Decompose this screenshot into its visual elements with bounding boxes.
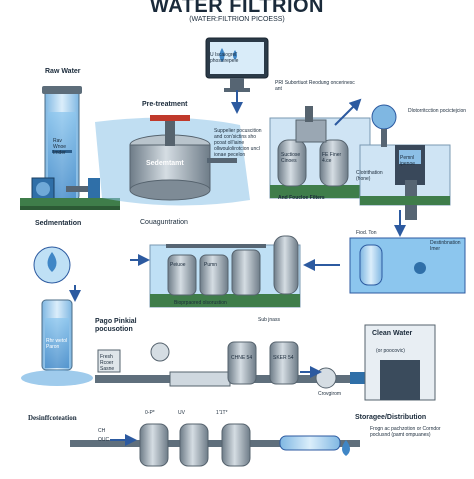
sedimentation-tank <box>95 115 250 206</box>
clean-water-box <box>364 324 436 401</box>
label-bioprepared: Bioprpaored olsorustion <box>174 300 227 306</box>
pre-tower <box>21 299 93 386</box>
monitor-icon <box>205 37 269 92</box>
raw-water-tower <box>31 86 100 201</box>
label-destinnation: Destinbnation Imer <box>430 240 461 252</box>
label-pri-substitute: PRI Subortiuot Reodung oncerinesc ant <box>275 80 355 92</box>
label-and-filters: And Foucloe Filters <box>278 195 325 201</box>
label-storage-sub: Frogn ac pachzotion or Corndor poclusnd … <box>370 426 441 438</box>
label-ouc: OUC <box>98 437 110 443</box>
disinfection-unit <box>359 104 451 220</box>
label-monitor-caption: U Iscaiogrel' phossirepeie <box>210 52 239 64</box>
label-tank-b: Pumn <box>204 262 218 268</box>
flow-arrows <box>69 90 406 446</box>
label-raw-tower: Rav Wnoe Imder <box>53 138 67 156</box>
label-storage: Storagee/Distribution <box>355 414 427 421</box>
label-monitor-value: Pemnl ipenoe <box>400 155 416 167</box>
label-sedimentation-box: Suctiose Cinoes <box>281 152 301 164</box>
label-chlorination: Clotrithation (hone) <box>356 170 383 182</box>
label-destinnation-low: Crovgirom <box>318 391 342 397</box>
filter-building <box>269 106 371 199</box>
page-subtitle: (WATER:FILTRION PICOESS) <box>189 16 285 23</box>
label-flood-tank: Fiod. Ton <box>356 230 377 236</box>
label-clean-sub: (or poocovic) <box>376 348 405 354</box>
label-supplier-note: Suppelier pocuscition and con'sictins sh… <box>214 128 262 158</box>
label-raw-water: Raw Water <box>45 68 81 75</box>
label-fresh-panel: Fresh Rcoer Sasne <box>100 354 115 372</box>
water-drop-icon <box>33 246 71 284</box>
label-coagulation: Couaguntration <box>140 219 188 226</box>
lower-pipeline <box>95 341 370 389</box>
disinfection-row <box>70 423 360 467</box>
label-ch: CH <box>98 428 106 434</box>
label-fe-filter: FE Finer 4.ce <box>322 152 342 164</box>
label-tank-a: Peiuoe <box>170 262 186 268</box>
page-title: WATER FILTRION <box>149 0 324 17</box>
flood-tank <box>349 237 466 294</box>
label-sub-pass: Sub jnass <box>258 317 280 323</box>
label-disinfection: Desinffcoteation <box>28 414 77 422</box>
label-pretreatment: Pre-treatment <box>142 101 188 108</box>
label-chem-a: 0-P* <box>145 410 155 416</box>
label-pre-tower: Rhr wetol Paron <box>46 338 68 350</box>
ground-green-strip <box>20 198 120 210</box>
label-filter-b: SKER 54 <box>273 355 294 361</box>
label-chem-b: 1'1T* <box>216 410 228 416</box>
label-clean-water: Clean Water <box>372 330 413 337</box>
label-sedimentation: Sedmentation <box>35 220 82 227</box>
label-sedimentant-tank: Sedemtamt <box>146 160 184 167</box>
label-disinfection-top: Dlotorritcction pocictejcion <box>408 108 467 114</box>
label-filter-a: CHNE 54 <box>231 355 253 361</box>
label-uv: UV <box>178 410 185 416</box>
label-page-pinkal: Pago Pinkial pocusotion <box>95 318 137 333</box>
coagulation-battery <box>149 235 301 308</box>
